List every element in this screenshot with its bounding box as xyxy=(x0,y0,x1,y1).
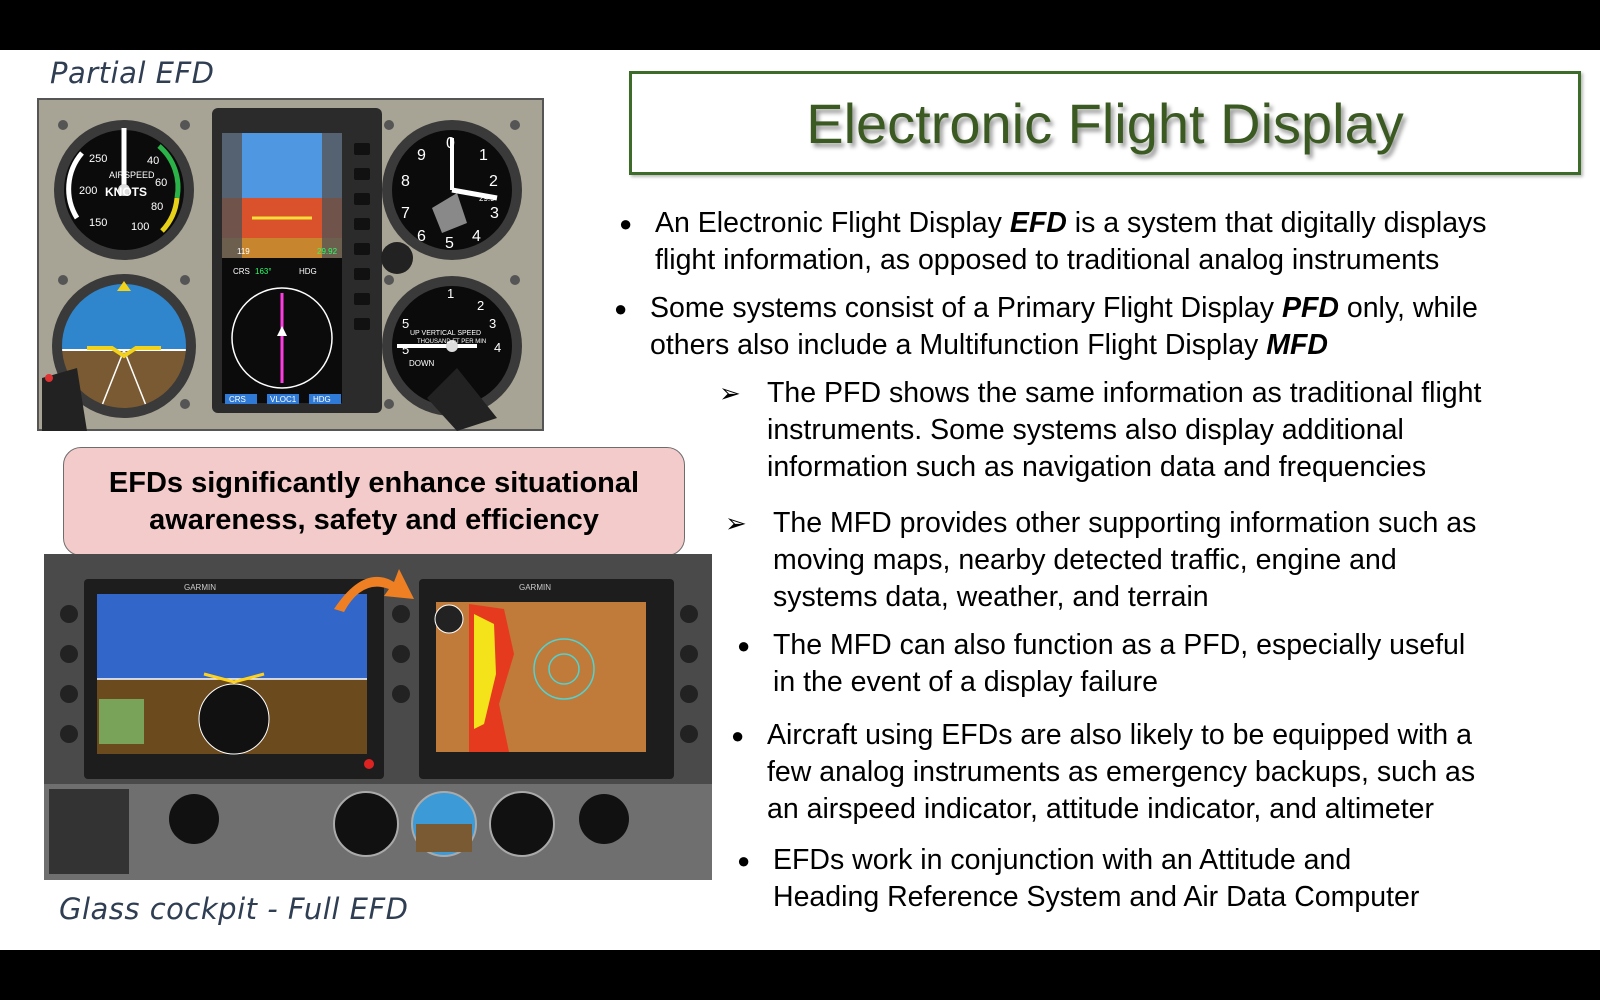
glass-brand-left: GARMIN xyxy=(184,583,216,592)
alt-tick-4: 4 xyxy=(472,228,481,245)
glass-brand-right: GARMIN xyxy=(519,583,551,592)
pfd-crs: CRS xyxy=(233,267,250,276)
bullet-text: The MFD can also function as a PFD, espe… xyxy=(773,629,1466,661)
airspeed-tick-40: 40 xyxy=(147,155,159,167)
bullet-text: instruments. Some systems also display a… xyxy=(767,414,1404,446)
screws xyxy=(58,120,520,409)
bullet-text: is a system that digitally displays xyxy=(1066,207,1487,239)
vsi-tick-4: 4 xyxy=(494,340,501,355)
bullet-marker: ● xyxy=(737,633,751,658)
bullet-marker: ➢ xyxy=(725,508,747,538)
bullet-pfd-mfd-systems: ● Some systems consist of a Primary Flig… xyxy=(614,290,1478,364)
bullet-emphasis: PFD xyxy=(1281,292,1339,324)
pfd-softkey-crs: CRS xyxy=(229,395,246,404)
alt-tick-0: 0 xyxy=(446,135,455,152)
vertical-speed-indicator: UP VERTICAL SPEED THOUSAND FT PER MIN DO… xyxy=(382,276,522,431)
alt-tick-5: 5 xyxy=(445,235,454,252)
alt-setting: 29.9 xyxy=(479,194,495,203)
bullet-marker: ● xyxy=(619,211,633,236)
vsi-tick-1: 1 xyxy=(447,286,454,301)
bullet-text: flight information, as opposed to tradit… xyxy=(655,244,1440,276)
bullet-text: in the event of a display failure xyxy=(773,666,1158,698)
alt-tick-7: 7 xyxy=(401,205,410,222)
bullet-marker: ● xyxy=(737,848,751,873)
bullet-text: The MFD provides other supporting inform… xyxy=(773,507,1477,539)
glass-knobs xyxy=(60,605,698,743)
airspeed-tick-250: 250 xyxy=(89,153,107,165)
airspeed-tick-100: 100 xyxy=(131,221,149,233)
title-box: Electronic Flight Display xyxy=(629,71,1581,175)
bullet-text: few analog instruments as emergency back… xyxy=(767,756,1476,788)
bullet-marker: ● xyxy=(731,723,745,748)
alt-tick-3: 3 xyxy=(490,205,499,222)
bullet-marker: ➢ xyxy=(719,378,741,408)
bullet-efd-definition: ● An Electronic Flight Display EFD is a … xyxy=(619,205,1487,279)
callout-line1: EFDs significantly enhance situational xyxy=(108,466,640,499)
bullet-text: An Electronic Flight Display xyxy=(655,207,1010,239)
airspeed-tick-80: 80 xyxy=(151,201,163,213)
slide: Partial EFD Glass cockpit - Full EFD AIR… xyxy=(0,50,1600,950)
pfd-crs-value: 163° xyxy=(255,267,272,276)
altimeter: 0 1 2 3 4 5 6 7 8 9 29.9 xyxy=(381,120,522,274)
bullet-ahrs-adc: ● EFDs work in conjunction with an Attit… xyxy=(737,842,1420,916)
pfd-softkey-hdg: HDG xyxy=(313,395,331,404)
pfd-screen: CRS 163° HDG 29.92 119 CRS VLOC1 HDG xyxy=(212,108,382,413)
alt-tick-2: 2 xyxy=(489,173,498,190)
bullet-emphasis: EFD xyxy=(1009,207,1067,239)
bullet-text: Heading Reference System and Air Data Co… xyxy=(773,881,1420,913)
bullet-text: moving maps, nearby detected traffic, en… xyxy=(773,544,1397,576)
bullet-analog-backups: ● Aircraft using EFDs are also likely to… xyxy=(731,717,1476,828)
callout-line2: awareness, safety and efficiency xyxy=(149,503,599,536)
page-title: Electronic Flight Display xyxy=(806,91,1404,155)
bullet-text: systems data, weather, and terrain xyxy=(773,581,1209,613)
caption-partial-efd: Partial EFD xyxy=(50,56,215,90)
airspeed-tick-150: 150 xyxy=(89,217,107,229)
bullet-text: EFDs work in conjunction with an Attitud… xyxy=(773,844,1352,876)
callout-box: EFDs significantly enhance situational a… xyxy=(63,447,685,556)
bullet-marker: ● xyxy=(614,296,628,321)
bullet-text: The PFD shows the same information as tr… xyxy=(767,377,1482,409)
bullet-text: Some systems consist of a Primary Flight… xyxy=(650,292,1282,324)
vsi-label1: UP VERTICAL SPEED xyxy=(410,330,481,337)
vsi-tick-3: 3 xyxy=(489,316,496,331)
pfd-side-buttons xyxy=(354,143,370,330)
bullet-text: information such as navigation data and … xyxy=(767,451,1427,483)
pfd-hdg: HDG xyxy=(299,267,317,276)
vsi-label2: THOUSAND FT PER MIN xyxy=(417,339,486,345)
airspeed-label1: AIRSPEED xyxy=(109,170,155,180)
bullet-text: only, while xyxy=(1338,292,1478,324)
alt-tick-6: 6 xyxy=(417,228,426,245)
airspeed-tick-200: 200 xyxy=(79,185,97,197)
bullet-mfd-info: ➢ The MFD provides other supporting info… xyxy=(725,505,1477,616)
vsi-down: DOWN xyxy=(409,359,435,368)
alt-tick-1: 1 xyxy=(479,147,488,164)
pfd-baro: 29.92 xyxy=(317,247,338,256)
attitude-indicator xyxy=(52,274,196,418)
airspeed-label2: KNOTS xyxy=(105,185,147,199)
vsi-tick-5: 5 xyxy=(402,342,409,357)
caption-glass-cockpit: Glass cockpit - Full EFD xyxy=(59,892,409,926)
glass-cockpit-image: GARMIN GARMIN xyxy=(44,554,712,880)
alt-tick-9: 9 xyxy=(417,147,426,164)
pfd-softkey-vloc: VLOC1 xyxy=(270,395,297,404)
bullet-pfd-info: ➢ The PFD shows the same information as … xyxy=(719,375,1482,486)
pfd-speed: 119 xyxy=(237,247,250,256)
bullet-text: Aircraft using EFDs are also likely to b… xyxy=(767,719,1472,751)
bullet-mfd-as-pfd: ● The MFD can also function as a PFD, es… xyxy=(737,627,1466,701)
bullet-emphasis: MFD xyxy=(1266,329,1328,361)
partial-efd-panel-image: AIRSPEED KNOTS 40 60 80 100 150 200 250 xyxy=(37,98,544,431)
alt-tick-8: 8 xyxy=(401,173,410,190)
vsi-tick-2: 2 xyxy=(477,298,484,313)
vsi-tick-up5: 5 xyxy=(402,316,409,331)
bullet-text: others also include a Multifunction Flig… xyxy=(650,329,1267,361)
airspeed-tick-60: 60 xyxy=(155,177,167,189)
bullet-text: an airspeed indicator, attitude indicato… xyxy=(767,793,1434,825)
airspeed-indicator: AIRSPEED KNOTS 40 60 80 100 150 200 250 xyxy=(54,120,194,260)
